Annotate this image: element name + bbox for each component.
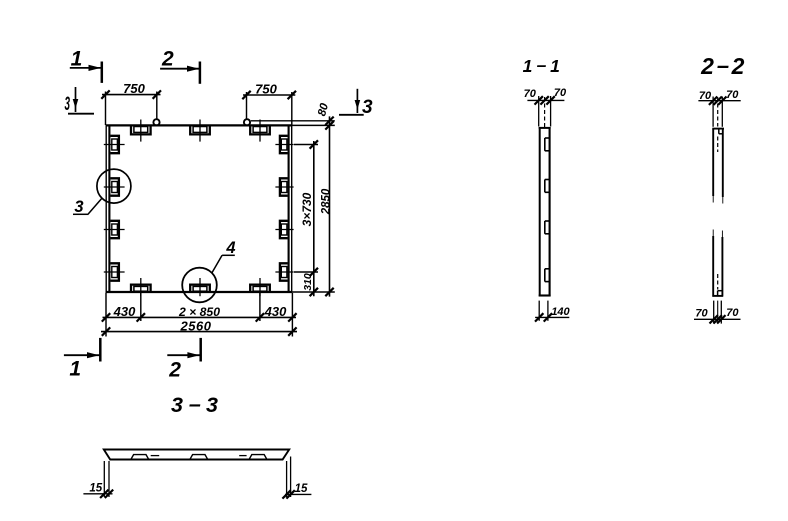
svg-text:2560: 2560 bbox=[180, 318, 212, 333]
svg-text:2850: 2850 bbox=[320, 188, 332, 215]
svg-text:140: 140 bbox=[551, 306, 570, 318]
svg-text:1: 1 bbox=[69, 357, 81, 380]
svg-text:3×730: 3×730 bbox=[300, 192, 314, 226]
svg-text:430: 430 bbox=[264, 304, 287, 319]
svg-text:15: 15 bbox=[295, 483, 308, 495]
svg-text:–: – bbox=[189, 392, 201, 416]
svg-text:2: 2 bbox=[161, 47, 174, 70]
svg-text:2: 2 bbox=[168, 358, 181, 381]
svg-text:1: 1 bbox=[523, 56, 533, 76]
svg-text:3: 3 bbox=[65, 94, 71, 115]
svg-text:2 × 850: 2 × 850 bbox=[178, 305, 220, 319]
svg-text:70: 70 bbox=[554, 87, 567, 99]
svg-text:430: 430 bbox=[113, 304, 136, 319]
svg-text:310: 310 bbox=[302, 273, 314, 291]
svg-text:1: 1 bbox=[550, 56, 560, 76]
svg-text:70: 70 bbox=[726, 89, 739, 101]
svg-text:15: 15 bbox=[89, 482, 102, 494]
svg-text:3: 3 bbox=[171, 393, 183, 417]
svg-text:750: 750 bbox=[255, 81, 277, 96]
svg-text:–: – bbox=[717, 53, 729, 78]
svg-text:70: 70 bbox=[699, 90, 712, 102]
svg-text:70: 70 bbox=[524, 88, 537, 100]
svg-text:4: 4 bbox=[225, 239, 235, 257]
svg-text:70: 70 bbox=[726, 307, 739, 319]
svg-text:3: 3 bbox=[206, 393, 218, 417]
svg-text:3: 3 bbox=[74, 198, 83, 216]
svg-text:70: 70 bbox=[695, 308, 708, 320]
svg-text:1: 1 bbox=[71, 47, 83, 70]
svg-text:3: 3 bbox=[362, 97, 373, 118]
svg-text:750: 750 bbox=[123, 81, 145, 96]
svg-text:80: 80 bbox=[316, 102, 331, 118]
svg-text:2: 2 bbox=[700, 53, 714, 79]
svg-text:2: 2 bbox=[731, 53, 745, 79]
svg-text:–: – bbox=[537, 55, 547, 75]
